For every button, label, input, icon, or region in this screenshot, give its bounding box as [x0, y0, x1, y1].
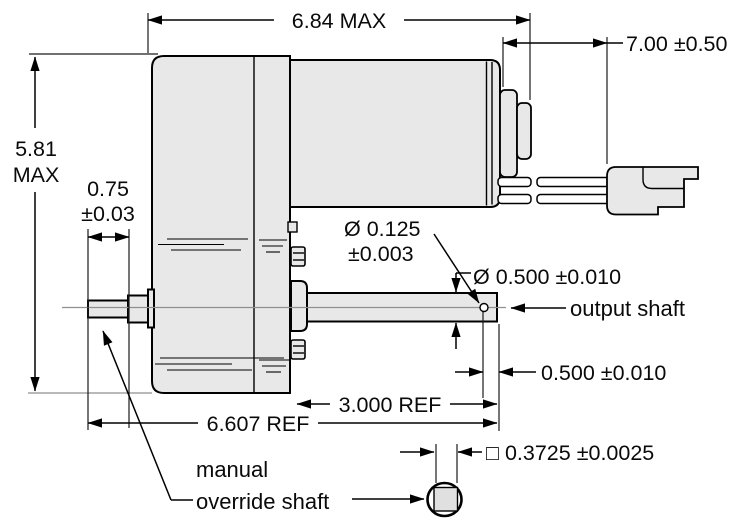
dim-body-length-ref: 6.607 REF [207, 412, 310, 436]
centerlines [28, 306, 506, 394]
manual-override-shaft [87, 288, 155, 329]
bolt-upper [290, 246, 306, 267]
dim-shaft-dia: Ø 0.500 ±0.010 [473, 265, 621, 289]
dim-shaft-length-ref: 3.000 REF [339, 393, 442, 417]
dim-square-across-flats: □ 0.3725 ±0.0025 [486, 441, 654, 465]
dim-override-length-1: 0.75 [87, 177, 129, 201]
motor-terminal-boss [499, 89, 518, 178]
dim-override-length-2: ±0.03 [81, 202, 135, 226]
dim-hole-from-end: 0.500 ±0.010 [541, 361, 666, 385]
bolt-lower [290, 339, 306, 360]
output-shaft [290, 280, 498, 332]
cross-hole [479, 302, 489, 313]
connector [606, 166, 699, 216]
dim-overall-height-2: MAX [13, 163, 60, 187]
dim-hole-dia-1: Ø 0.125 [344, 217, 421, 241]
motor-terminal-boss-2 [516, 102, 532, 160]
motor-body [289, 59, 532, 208]
lead-wires [497, 176, 611, 205]
dim-overall-height-1: 5.81 [15, 137, 57, 161]
surface-hatch-marks [155, 238, 289, 373]
dimension-lines [30, 15, 623, 504]
gearbox [151, 55, 306, 394]
extension-lines [29, 13, 608, 483]
label-output-shaft: output shaft [570, 296, 685, 321]
dim-lead-length: 7.00 ±0.50 [626, 32, 728, 56]
dim-overall-length: 6.84 MAX [292, 9, 386, 33]
shaft-end-view [426, 481, 463, 518]
label-override-2: override shaft [196, 489, 329, 514]
label-override-1: manual [196, 457, 268, 482]
dim-hole-dia-2: ±0.003 [348, 242, 414, 266]
